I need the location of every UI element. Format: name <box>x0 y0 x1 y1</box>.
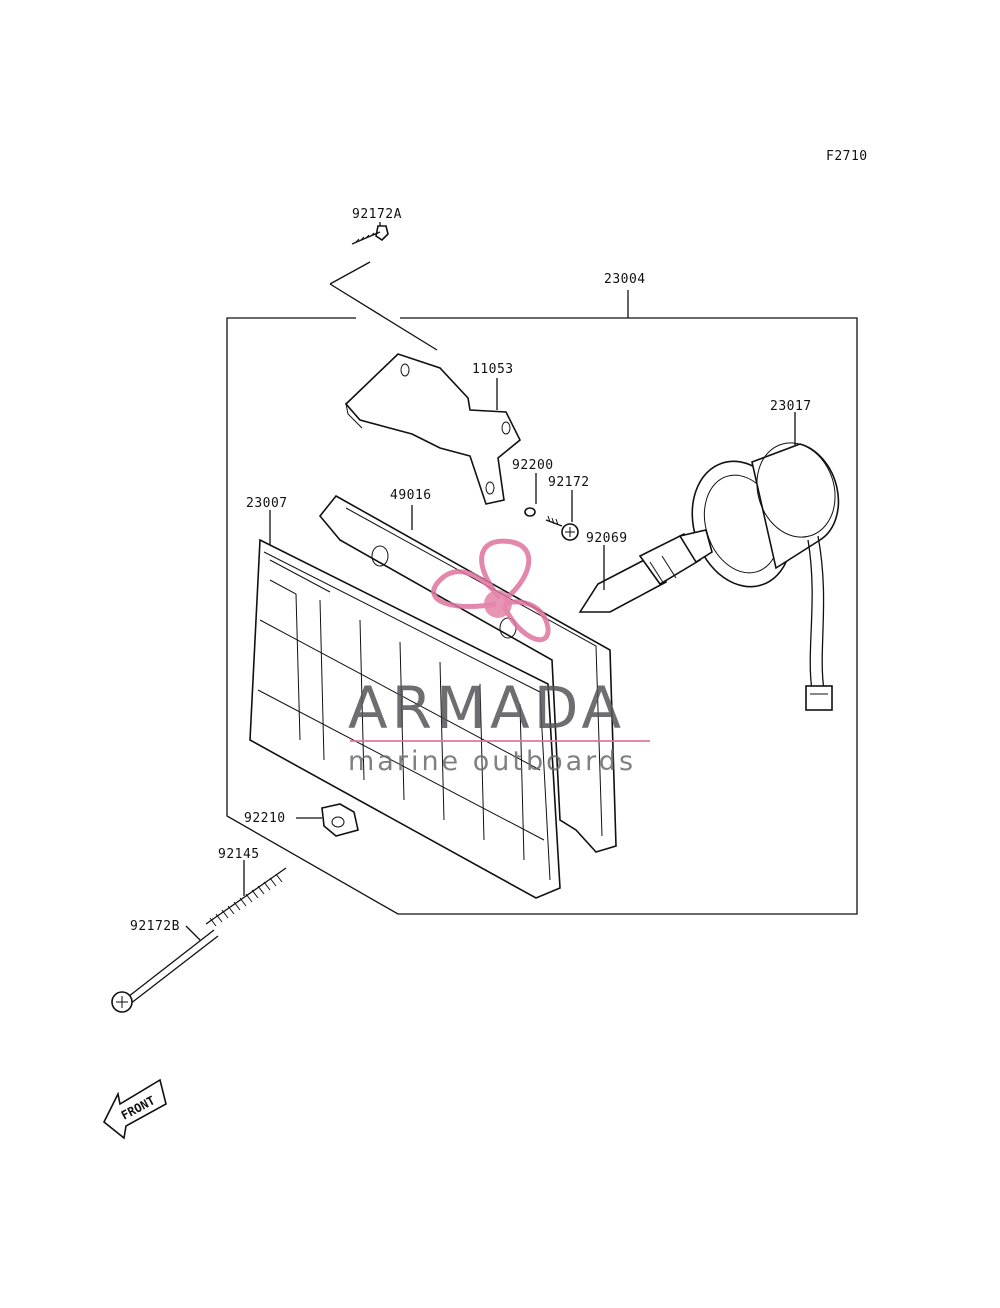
label-23007: 23007 <box>246 496 288 511</box>
bulb-92069 <box>578 529 713 613</box>
label-92145: 92145 <box>218 847 260 862</box>
socket-23017 <box>691 412 840 711</box>
label-92172a: 92172A <box>352 207 402 222</box>
label-92069: 92069 <box>586 531 628 546</box>
washer-92200 <box>524 473 537 517</box>
label-23017: 23017 <box>770 399 812 414</box>
label-92172b: 92172B <box>130 919 180 934</box>
assembly-box <box>226 290 858 915</box>
label-92210: 92210 <box>244 811 286 826</box>
armada-watermark: ARMADA marine outboards <box>348 538 650 777</box>
watermark-tagline: marine outboards <box>348 746 636 777</box>
label-11053: 11053 <box>472 362 514 377</box>
spring-92145 <box>205 860 287 927</box>
propeller-logo-icon <box>431 538 551 643</box>
diagram-code: F2710 <box>826 149 868 164</box>
screw-92172a <box>329 222 438 351</box>
label-23004: 23004 <box>604 272 646 287</box>
watermark-brand: ARMADA <box>348 674 625 742</box>
label-92200: 92200 <box>512 458 554 473</box>
screw-92172 <box>545 490 579 541</box>
front-arrow-icon: FRONT <box>102 1078 167 1140</box>
lamp-unit-23007 <box>249 510 561 899</box>
label-49016: 49016 <box>390 488 432 503</box>
label-92172: 92172 <box>548 475 590 490</box>
bolt-92172b <box>111 925 219 1013</box>
clip-92210 <box>296 803 359 837</box>
bracket-11053 <box>344 353 522 505</box>
